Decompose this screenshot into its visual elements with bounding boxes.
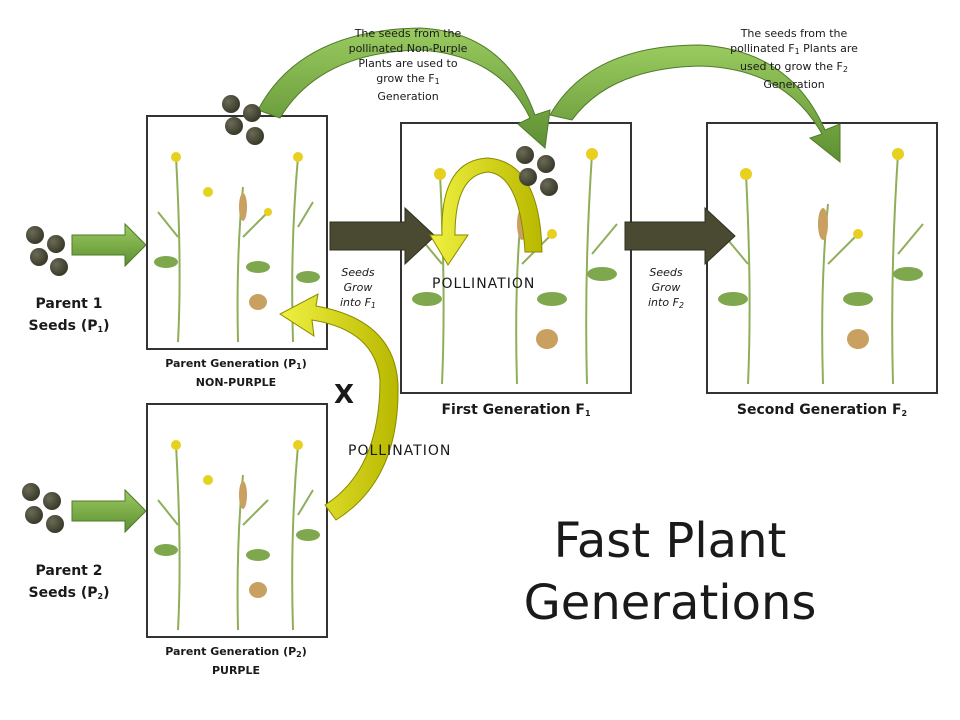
note-nonpurple-seeds: The seeds from the pollinated Non-Purple… (348, 27, 468, 103)
seeds-to-p2-arrow (71, 488, 147, 534)
plant-illustration (154, 152, 320, 343)
parent1-name: Parent 1 (35, 296, 103, 312)
page-title: Fast Plant Generations (523, 513, 817, 631)
p1-caption: Parent Generation (P1) NON-PURPLE (165, 357, 307, 389)
parent1-plant-box (146, 115, 328, 350)
cross-symbol: X (334, 380, 355, 410)
note-f1-seeds: The seeds from the pollinated F1 Plants … (730, 27, 858, 91)
parent2-seeds: Seeds (P2) (28, 585, 110, 601)
parent1-seeds: Seeds (P1) (28, 318, 110, 334)
seed-icon (222, 95, 240, 113)
seed-icon (243, 104, 261, 122)
f2-plant-box (706, 122, 938, 394)
parent1-label: Parent 1 Seeds (P1) (14, 293, 124, 341)
plant-illustration (154, 440, 320, 631)
self-pollination-label: POLLINATION (432, 276, 536, 292)
seed-icon (225, 117, 243, 135)
plant-illustration (412, 148, 618, 385)
f1-caption: First Generation F1 (441, 402, 591, 418)
seed-icon (43, 492, 61, 510)
seed-icon (25, 506, 43, 524)
seed-icon (30, 248, 48, 266)
seed-icon (50, 258, 68, 276)
seeds-to-p1-arrow (71, 222, 147, 268)
cross-pollination-label: POLLINATION (348, 443, 452, 459)
seed-icon (26, 226, 44, 244)
seed-icon (47, 235, 65, 253)
plant-illustration (718, 148, 924, 385)
f1-plant-box (400, 122, 632, 394)
seed-icon (22, 483, 40, 501)
parent2-label: Parent 2 Seeds (P2) (14, 560, 124, 608)
seed-icon (519, 168, 537, 186)
seed-icon (46, 515, 64, 533)
f2-caption: Second Generation F2 (736, 402, 908, 418)
seed-icon (516, 146, 534, 164)
p2-caption: Parent Generation (P2) PURPLE (165, 645, 307, 677)
seed-icon (246, 127, 264, 145)
grow-f2-note: Seeds Grow into F2 (648, 266, 684, 310)
seed-icon (540, 178, 558, 196)
parent2-name: Parent 2 (35, 563, 103, 579)
seed-icon (537, 155, 555, 173)
grow-f1-note: Seeds Grow into F1 (340, 266, 376, 310)
parent2-plant-box (146, 403, 328, 638)
